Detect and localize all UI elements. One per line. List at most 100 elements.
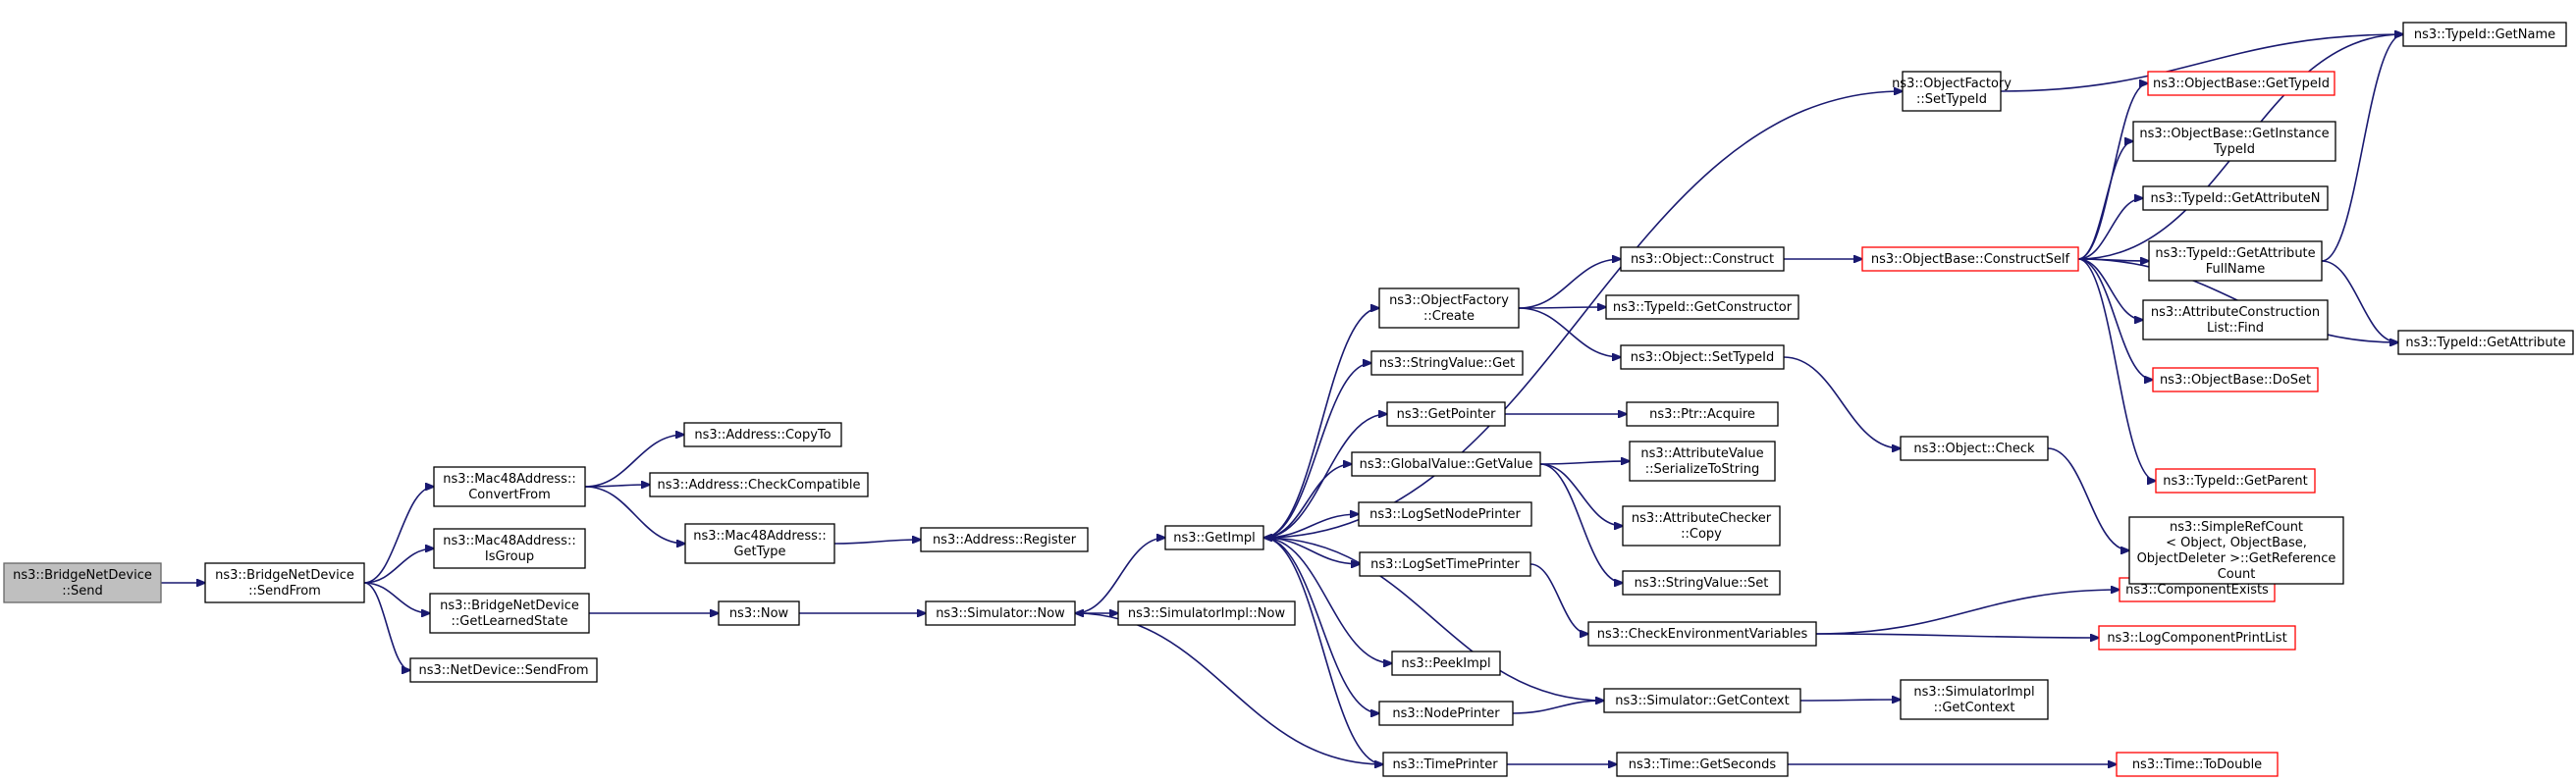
node-getpointer[interactable]: ns3::GetPointer [1386,401,1506,427]
node-box[interactable] [920,527,1089,552]
node-address-copyto[interactable]: ns3::Address::CopyTo [683,422,842,447]
node-box[interactable] [1605,294,1799,320]
node-box[interactable] [2142,299,2329,340]
node-typeid-getconstructor[interactable]: ns3::TypeId::GetConstructor [1605,294,1799,320]
node-bridge-getlearned[interactable]: ns3::BridgeNetDevice::GetLearnedState [429,593,590,634]
node-simulatorimpl-now[interactable]: ns3::SimulatorImpl::Now [1117,600,1296,626]
node-box[interactable] [1861,246,2079,272]
node-logcomponentprintlist[interactable]: ns3::LogComponentPrintList [2098,625,2296,651]
node-box[interactable] [1620,246,1785,272]
node-box[interactable] [718,600,800,626]
node-box[interactable] [1382,752,1508,777]
node-box[interactable] [2148,240,2323,282]
node-object-check[interactable]: ns3::Object::Check [1900,436,2049,461]
node-box[interactable] [1358,501,1532,527]
node-simulator-getcontext[interactable]: ns3::Simulator::GetContext [1603,688,1801,713]
node-box[interactable] [1370,350,1524,376]
node-stringvalue-get[interactable]: ns3::StringValue::Get [1370,350,1524,376]
node-box[interactable] [2132,121,2336,162]
node-box[interactable] [925,600,1076,626]
node-box[interactable] [429,593,590,634]
node-box[interactable] [2142,185,2329,211]
node-simulatorimpl-getcontext[interactable]: ns3::SimulatorImpl::GetContext [1900,679,2049,720]
node-attrvalue-serialize[interactable]: ns3::AttributeValue::SerializeToString [1629,441,1776,482]
node-getimpl[interactable]: ns3::GetImpl [1164,525,1264,550]
node-box[interactable] [2155,468,2316,494]
node-typeid-getattribute[interactable]: ns3::TypeId::GetAttribute [2397,330,2574,355]
node-box[interactable] [1378,287,1520,329]
node-box[interactable] [433,528,586,569]
node-box[interactable] [1620,344,1785,370]
node-box[interactable] [2098,625,2296,651]
node-box[interactable] [683,422,842,447]
node-box[interactable] [1622,505,1781,547]
node-timeprinter[interactable]: ns3::TimePrinter [1382,752,1508,777]
node-object-construct[interactable]: ns3::Object::Construct [1620,246,1785,272]
node-box[interactable] [1587,621,1817,647]
node-typeid-getattributen[interactable]: ns3::TypeId::GetAttributeN [2142,185,2329,211]
node-attrchecker-copy[interactable]: ns3::AttributeChecker::Copy [1622,505,1781,547]
node-mac-gettype[interactable]: ns3::Mac48Address::GetType [684,523,835,564]
node-time-todouble[interactable]: ns3::Time::ToDouble [2116,752,2279,777]
node-box[interactable] [1616,752,1789,777]
node-box[interactable] [1900,679,2049,720]
node-logsettimeprinter[interactable]: ns3::LogSetTimePrinter [1359,551,1531,577]
node-box[interactable] [2397,330,2574,355]
node-address-checkcompat[interactable]: ns3::Address::CheckCompatible [649,472,869,497]
node-logsetnodeprinter[interactable]: ns3::LogSetNodePrinter [1358,501,1532,527]
node-box[interactable] [1622,570,1781,596]
node-box[interactable] [1359,551,1531,577]
node-label: ns3::GlobalValue::GetValue [1360,457,1533,472]
node-box[interactable] [2116,752,2279,777]
node-objfactory-settypeid[interactable]: ns3::ObjectFactory::SetTypeId [1892,71,2012,112]
node-simulator-now[interactable]: ns3::Simulator::Now [925,600,1076,626]
node-typeid-getparent[interactable]: ns3::TypeId::GetParent [2155,468,2316,494]
node-mac-isgroup[interactable]: ns3::Mac48Address::IsGroup [433,528,586,569]
node-box[interactable] [1117,600,1296,626]
node-box[interactable] [1164,525,1264,550]
node-globalvalue-getvalue[interactable]: ns3::GlobalValue::GetValue [1351,451,1541,477]
node-objbase-gettypeid[interactable]: ns3::ObjectBase::GetTypeId [2147,71,2335,96]
node-netdevice-sendfrom[interactable]: ns3::NetDevice::SendFrom [409,657,598,683]
node-box[interactable] [2147,71,2335,96]
node-box[interactable] [433,466,586,507]
node-bridge-send[interactable]: ns3::BridgeNetDevice::Send [3,562,162,603]
node-label: ns3::BridgeNetDevice [440,599,579,613]
node-stringvalue-set[interactable]: ns3::StringValue::Set [1622,570,1781,596]
node-mac-convertfrom[interactable]: ns3::Mac48Address::ConvertFrom [433,466,586,507]
node-box[interactable] [1378,701,1514,726]
node-box[interactable] [1351,451,1541,477]
node-typeid-getname[interactable]: ns3::TypeId::GetName [2402,22,2567,47]
node-time-getseconds[interactable]: ns3::Time::GetSeconds [1616,752,1789,777]
node-objbase-doset[interactable]: ns3::ObjectBase::DoSet [2152,367,2319,392]
node-now[interactable]: ns3::Now [718,600,800,626]
node-objfactory-create[interactable]: ns3::ObjectFactory::Create [1378,287,1520,329]
node-ptr-acquire[interactable]: ns3::Ptr::Acquire [1626,401,1779,427]
node-box[interactable] [2152,367,2319,392]
node-box[interactable] [1629,441,1776,482]
node-simplerefcount-getref[interactable]: ns3::SimpleRefCount< Object, ObjectBase,… [2128,516,2344,585]
node-checkenvvars[interactable]: ns3::CheckEnvironmentVariables [1587,621,1817,647]
node-objbase-constructself[interactable]: ns3::ObjectBase::ConstructSelf [1861,246,2079,272]
node-nodeprinter[interactable]: ns3::NodePrinter [1378,701,1514,726]
node-box[interactable] [1626,401,1779,427]
node-address-register[interactable]: ns3::Address::Register [920,527,1089,552]
node-box[interactable] [649,472,869,497]
node-box[interactable] [684,523,835,564]
node-box[interactable] [2128,516,2344,585]
node-object-settypeid[interactable]: ns3::Object::SetTypeId [1620,344,1785,370]
node-box[interactable] [204,562,365,603]
node-box[interactable] [3,562,162,603]
node-box[interactable] [2402,22,2567,47]
node-box[interactable] [1603,688,1801,713]
node-box[interactable] [1902,71,2002,112]
node-box[interactable] [409,657,598,683]
node-box[interactable] [1386,401,1506,427]
node-box[interactable] [1391,651,1501,676]
node-box[interactable] [1900,436,2049,461]
node-bridge-sendfrom[interactable]: ns3::BridgeNetDevice::SendFrom [204,562,365,603]
node-peekimpl[interactable]: ns3::PeekImpl [1391,651,1501,676]
